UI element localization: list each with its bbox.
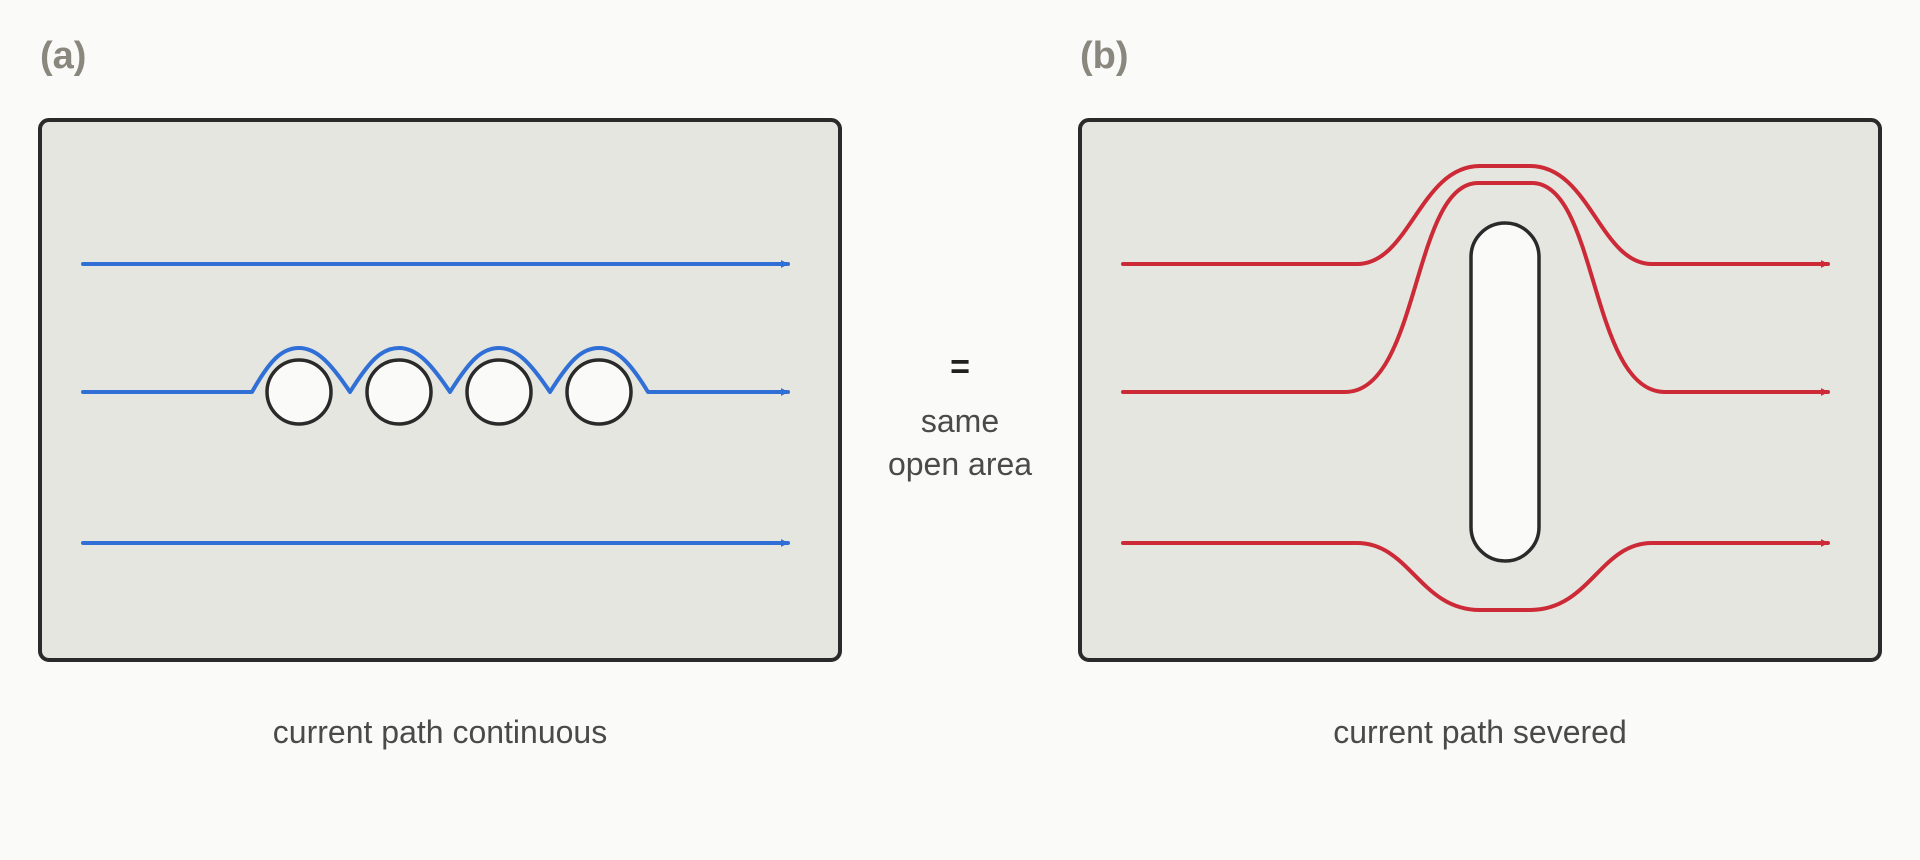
panel-a: (a) current path continuous <box>38 35 842 750</box>
continuous-path-middle <box>81 346 790 396</box>
severed-path-bottom <box>1121 539 1830 612</box>
panel-b-label: (b) <box>1080 35 1129 77</box>
comparison-line-2: open area <box>888 446 1032 482</box>
comparison-note: = same open area <box>888 348 1032 482</box>
small-hole-1 <box>265 358 333 426</box>
severed-path-middle <box>1121 181 1830 396</box>
elongated-slot <box>1469 221 1541 563</box>
panel-b: (b) current path severed <box>1078 35 1882 750</box>
panel-a-frame <box>38 118 842 662</box>
panel-a-caption: current path continuous <box>273 714 607 750</box>
severed-path-top <box>1121 164 1830 268</box>
small-hole-4 <box>565 358 633 426</box>
equals-symbol: = <box>950 348 970 386</box>
small-hole-3 <box>465 358 533 426</box>
small-hole-2 <box>365 358 433 426</box>
comparison-line-1: same <box>921 403 999 439</box>
panel-b-caption: current path severed <box>1333 714 1627 750</box>
panel-a-label: (a) <box>40 35 86 77</box>
